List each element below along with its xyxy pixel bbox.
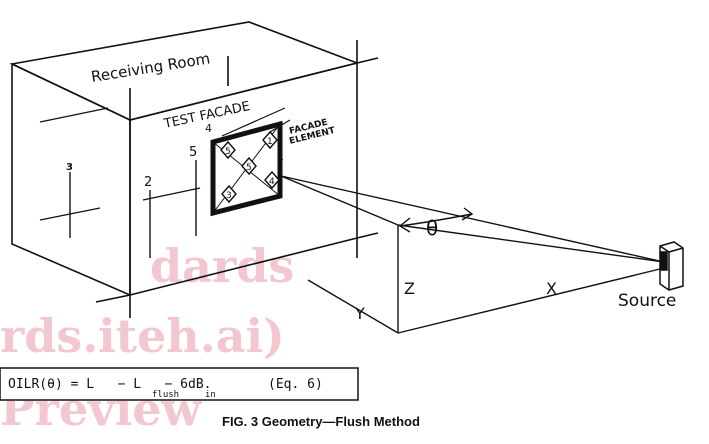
facade-element-leader — [269, 119, 291, 133]
position-5-label: 5 — [189, 145, 197, 160]
facade-marker-3 — [221, 184, 237, 204]
facade-marker-1 — [262, 130, 278, 150]
facade-marker-1-label: 1 — [267, 137, 273, 147]
dim-tick — [356, 57, 379, 64]
watermark-line-2: rds.iteh.ai) — [0, 309, 285, 363]
theta-arc — [399, 213, 473, 227]
facade-marker-5-label: 5 — [225, 147, 231, 157]
room-left-face — [11, 62, 131, 297]
axis-y-line — [307, 279, 399, 334]
facade-marker-4 — [264, 170, 280, 190]
axis-x-label: X — [546, 279, 557, 298]
theta-label: θ — [426, 216, 438, 240]
dim-tick — [95, 294, 131, 303]
equation-box: OILR(θ) = L − L − 6dB. flush in (Eq. 6) — [0, 367, 359, 401]
facade-marker-4-label: 4 — [269, 177, 275, 187]
position-2-label: 2 — [144, 175, 152, 190]
ground-line — [397, 224, 665, 263]
ray-to-ground — [280, 175, 399, 226]
interior-dash — [142, 187, 201, 201]
position-3-label: 3 — [66, 162, 73, 173]
theta-arrow-right — [461, 207, 474, 221]
position-4-label: 4 — [205, 122, 212, 135]
receiving-room-box — [9, 21, 379, 318]
axis-y-label: Y — [354, 304, 365, 323]
equation-sub-in: in — [205, 390, 216, 400]
source-label: Source — [618, 291, 676, 311]
facade-marker-center — [241, 156, 257, 176]
receiving-room-label: Receiving Room — [90, 49, 212, 86]
source-speaker — [659, 241, 684, 291]
source-geometry — [280, 175, 665, 334]
interior-dash — [39, 107, 109, 123]
axis-x-line — [397, 267, 665, 334]
figure-caption: FIG. 3 Geometry—Flush Method — [222, 414, 420, 429]
equation-ref: (Eq. 6) — [268, 377, 323, 392]
test-facade-leader — [221, 107, 286, 137]
axis-z-label: Z — [404, 279, 415, 298]
watermark: dards rds.iteh.ai) Preview — [0, 239, 294, 436]
equation-main: OILR(θ) = L − L − 6dB. — [8, 377, 212, 392]
facade-element: 1 5 5 4 3 — [210, 120, 283, 217]
facade-marker-center-label: 5 — [246, 163, 252, 173]
ray-to-source — [280, 175, 665, 263]
facade-marker-5 — [220, 140, 236, 160]
dim-tick — [356, 232, 379, 239]
equation-border — [0, 367, 359, 401]
facade-marker-3-label: 3 — [226, 191, 232, 201]
speaker-cone — [660, 251, 668, 271]
equation-sub-flush: flush — [152, 390, 179, 400]
position-markers — [39, 107, 201, 258]
theta-arrow-left — [398, 217, 411, 233]
